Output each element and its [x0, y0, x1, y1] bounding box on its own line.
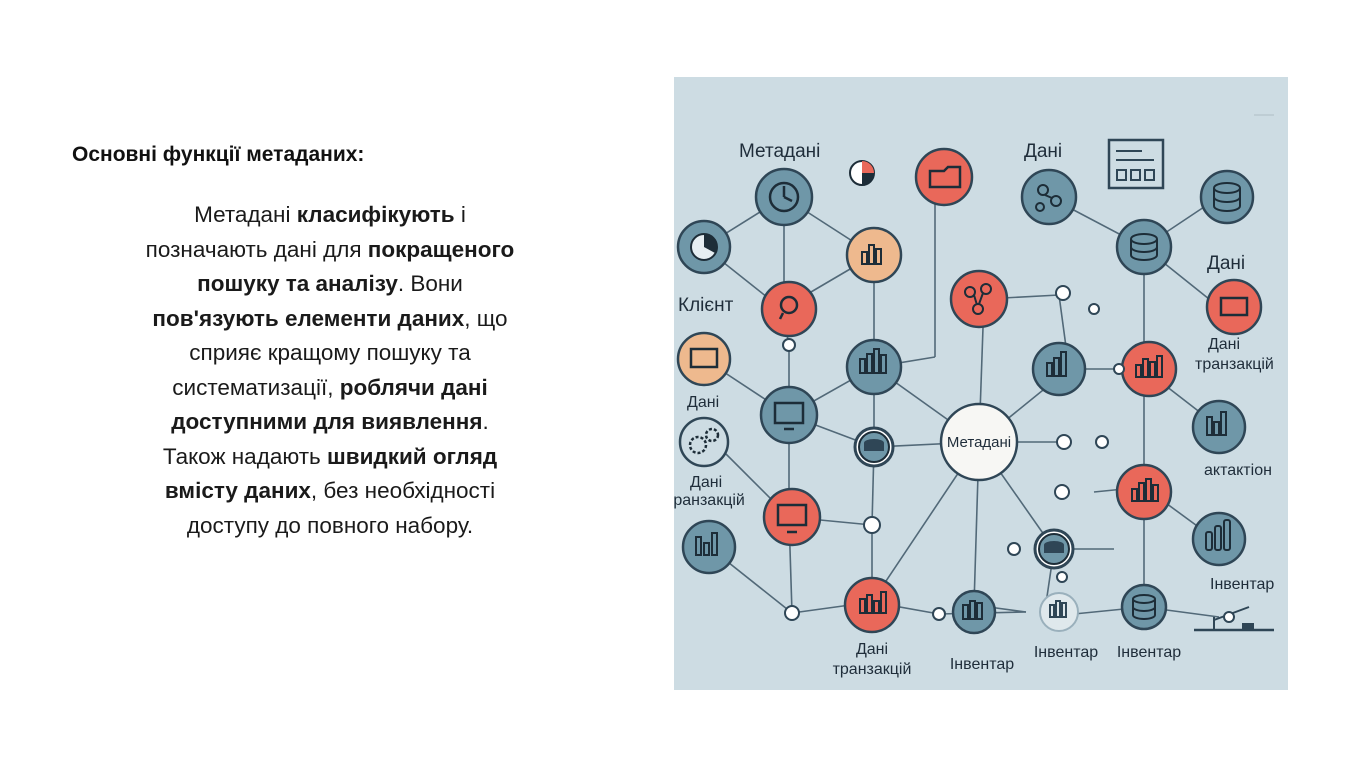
gears-node-icon [678, 416, 730, 468]
label-bottom-transactions-2: транзакцій [833, 661, 912, 678]
body-text-bold-run: покращеного пошуку та аналізу [197, 236, 515, 297]
pie-chart-node-icon [676, 219, 732, 275]
body-text-run: , що сприяє кращому пошуку та систематиз… [172, 305, 508, 400]
label-inventory-3: Інвентар [1117, 644, 1181, 661]
monitor-node-icon [759, 385, 819, 445]
database-node-top-icon [1199, 169, 1255, 225]
label-data-top: Дані [1024, 141, 1062, 162]
database-node-small-icon [853, 426, 895, 468]
slide-body-text: Метадані класифікують і позначають дані … [140, 198, 520, 543]
data-box-node-icon [1205, 278, 1263, 336]
metadata-network-illustration: Метадані Дані Клієнт Дані Дані транзакці… [674, 77, 1288, 690]
transactions-right-chart-node-icon [1120, 340, 1178, 398]
label-metadata-top: Метадані [739, 141, 820, 162]
label-inventory-2: Інвентар [1034, 644, 1098, 661]
folder-node-icon [914, 147, 974, 207]
transactions-chart-node-icon [843, 576, 901, 634]
cylinder-chart-node-icon [1191, 511, 1247, 567]
body-text-bold-run: швидкий огляд вмісту даних [164, 443, 498, 504]
label-transactions-right-2: транзакцій [1195, 356, 1274, 373]
label-transactions-left-1: Дані [690, 474, 722, 491]
network-labels: Метадані Дані Клієнт Дані Дані транзакці… [674, 141, 1274, 678]
database-node-mid-icon [1115, 218, 1173, 276]
slide-title: Основні функції метаданих: [72, 143, 365, 166]
label-inventory-1: Інвентар [950, 656, 1014, 673]
label-center-metadata: Метадані [947, 434, 1011, 451]
label-aktaktion: актактіон [1204, 462, 1272, 479]
body-text-run: , без необхідності доступу до повного на… [186, 478, 496, 538]
orange-chart-node-icon [845, 226, 903, 284]
bar-chart-node-icon [845, 338, 903, 396]
body-text-bold-run: роблячи дані доступними для виявлення [171, 374, 488, 435]
small-pie-icon [849, 160, 875, 186]
body-text-run: . Вони [397, 271, 463, 296]
clock-node-icon [754, 167, 814, 227]
body-text-run: . Також надають [162, 409, 489, 469]
label-bottom-transactions-1: Дані [856, 641, 888, 658]
bar-chart-node-mid-icon [1031, 341, 1087, 397]
label-transactions-right-1: Дані [1208, 336, 1240, 353]
inventory-chart-node-icon [951, 589, 997, 635]
database-node-bottom-icon [1120, 583, 1168, 631]
label-data-left: Дані [687, 394, 719, 411]
document-icon [1107, 138, 1165, 190]
label-inventory-right: Інвентар [1210, 576, 1274, 593]
client-search-node-icon [760, 280, 818, 338]
database-node-center-bottom-icon [1033, 528, 1075, 570]
body-text-bold-run: пов'язують елементи даних [152, 305, 465, 331]
network-node-data-icon [1020, 168, 1078, 226]
body-text-run: і позначають дані для [145, 202, 466, 262]
body-text-run: Метадані [194, 202, 297, 227]
central-metadata-node [939, 402, 1019, 482]
inventory-chart-faded-node-icon [1039, 592, 1079, 632]
chart-node-left-icon [681, 519, 737, 575]
monitor-left-icon [676, 331, 732, 387]
presentation-node-icon [762, 487, 822, 547]
body-text-bold-run: класифікують [296, 202, 455, 227]
bar-chart-node-aktaktion-icon [1191, 399, 1247, 455]
label-data-right: Дані [1207, 253, 1245, 274]
label-client: Клієнт [678, 295, 734, 316]
label-transactions-left-2: транзакцій [674, 492, 745, 509]
junction-dots [782, 285, 1235, 623]
connected-nodes-icon [949, 269, 1009, 329]
red-chart-node-icon [1115, 463, 1173, 521]
network-nodes [676, 114, 1274, 635]
